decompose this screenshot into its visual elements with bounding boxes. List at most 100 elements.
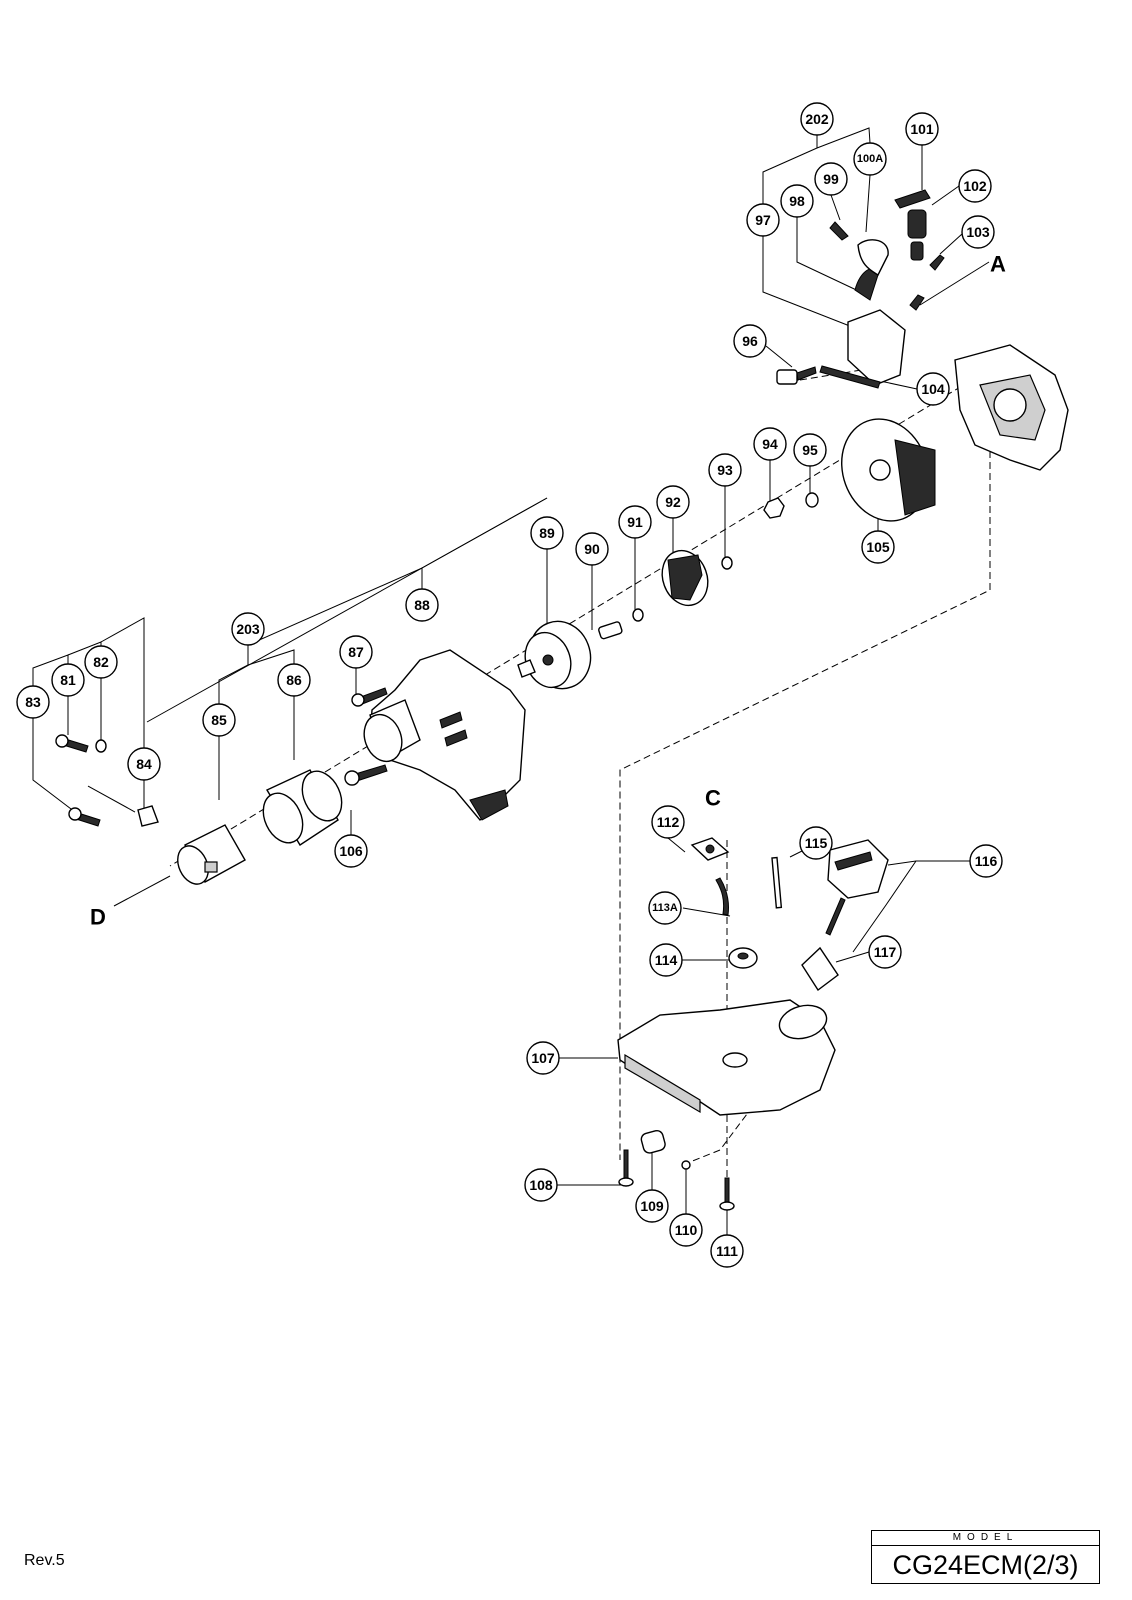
callout-circle [84, 645, 118, 679]
callout-94: 94 [753, 427, 787, 461]
callout-90: 90 [575, 532, 609, 566]
callout-number: 104 [921, 381, 945, 397]
reference-letter-A: A [990, 252, 1006, 277]
callout-111: 111 [710, 1234, 744, 1268]
model-value: CG24ECM(2/3) [892, 1550, 1079, 1580]
callout-85: 85 [202, 703, 236, 737]
callout-number: 108 [529, 1177, 553, 1193]
callout-number: 89 [539, 525, 555, 541]
callout-circle [710, 1234, 744, 1268]
callout-113A: 113A [648, 891, 682, 925]
callout-circle [958, 169, 992, 203]
callout-circle [334, 834, 368, 868]
callout-number: 85 [211, 712, 227, 728]
callout-circle [669, 1213, 703, 1247]
callout-114: 114 [649, 943, 683, 977]
callout-number: 203 [236, 621, 260, 637]
callout-circle [969, 844, 1003, 878]
callout-202: 202 [800, 102, 834, 136]
callout-number: 98 [789, 193, 805, 209]
callout-107: 107 [526, 1041, 560, 1075]
callout-circle [708, 453, 742, 487]
callout-circle [799, 826, 833, 860]
callout-circle [656, 485, 690, 519]
callout-circle [405, 588, 439, 622]
callout-number: 113A [652, 902, 678, 914]
callout-number: 99 [823, 171, 839, 187]
callout-number: 96 [742, 333, 758, 349]
callout-105: 105 [861, 530, 895, 564]
callout-number: 117 [874, 944, 897, 960]
callout-117: 117 [868, 935, 902, 969]
parts-illustration [55, 189, 1069, 1211]
callout-109: 109 [635, 1189, 669, 1223]
callout-number: 107 [531, 1050, 555, 1066]
callout-circle [127, 747, 161, 781]
callout-circle [575, 532, 609, 566]
callout-circle [339, 635, 373, 669]
callout-circle [51, 663, 85, 697]
callout-number: 110 [675, 1222, 698, 1238]
callout-84: 84 [127, 747, 161, 781]
model-box: MODEL CG24ECM(2/3) [871, 1530, 1100, 1584]
callout-203: 203 [231, 612, 265, 646]
callout-number: 101 [910, 121, 934, 137]
callout-number: 105 [866, 539, 890, 555]
callout-number: 90 [584, 541, 600, 557]
callout-circle [618, 505, 652, 539]
reference-letter-D: D [90, 905, 106, 930]
callout-number: 112 [657, 814, 680, 830]
callout-number: 115 [805, 835, 828, 851]
callout-number: 111 [716, 1243, 738, 1259]
callout-100A: 100A [853, 142, 887, 176]
reference-letter-layer: ACD [90, 252, 1006, 930]
callout-circle [526, 1041, 560, 1075]
callout-number: 91 [627, 514, 643, 530]
callout-number: 95 [802, 442, 818, 458]
callout-106: 106 [334, 834, 368, 868]
callout-number: 109 [640, 1198, 664, 1214]
callout-81: 81 [51, 663, 85, 697]
callout-96: 96 [733, 324, 767, 358]
callout-104: 104 [916, 372, 950, 406]
callout-number: 102 [963, 178, 987, 194]
callout-112: 112 [651, 805, 685, 839]
callout-circle [530, 516, 564, 550]
callout-circle [648, 891, 682, 925]
callout-circle [905, 112, 939, 146]
callout-82: 82 [84, 645, 118, 679]
callout-102: 102 [958, 169, 992, 203]
callout-number: 103 [966, 224, 990, 240]
callout-circle [868, 935, 902, 969]
callout-number: 83 [25, 694, 41, 710]
callout-93: 93 [708, 453, 742, 487]
callout-95: 95 [793, 433, 827, 467]
callout-circle [916, 372, 950, 406]
callout-number: 114 [655, 952, 678, 968]
callout-number: 106 [339, 843, 363, 859]
callout-number: 84 [136, 756, 152, 772]
callout-circle [733, 324, 767, 358]
callout-98: 98 [780, 184, 814, 218]
callout-110: 110 [669, 1213, 703, 1247]
callout-circle [746, 203, 780, 237]
callout-number: 81 [60, 672, 76, 688]
callout-circle [635, 1189, 669, 1223]
callout-number: 82 [93, 654, 109, 670]
callout-circle [651, 805, 685, 839]
callout-99: 99 [814, 162, 848, 196]
callout-92: 92 [656, 485, 690, 519]
callout-number: 100A [857, 153, 883, 165]
callout-88: 88 [405, 588, 439, 622]
callout-number: 92 [665, 494, 681, 510]
callout-number: 93 [717, 462, 733, 478]
callout-circle [814, 162, 848, 196]
callout-circle [853, 142, 887, 176]
callout-number: 87 [348, 644, 364, 660]
callout-83: 83 [16, 685, 50, 719]
callout-number: 116 [975, 853, 998, 869]
revision-label: Rev.5 [24, 1552, 65, 1569]
callout-91: 91 [618, 505, 652, 539]
